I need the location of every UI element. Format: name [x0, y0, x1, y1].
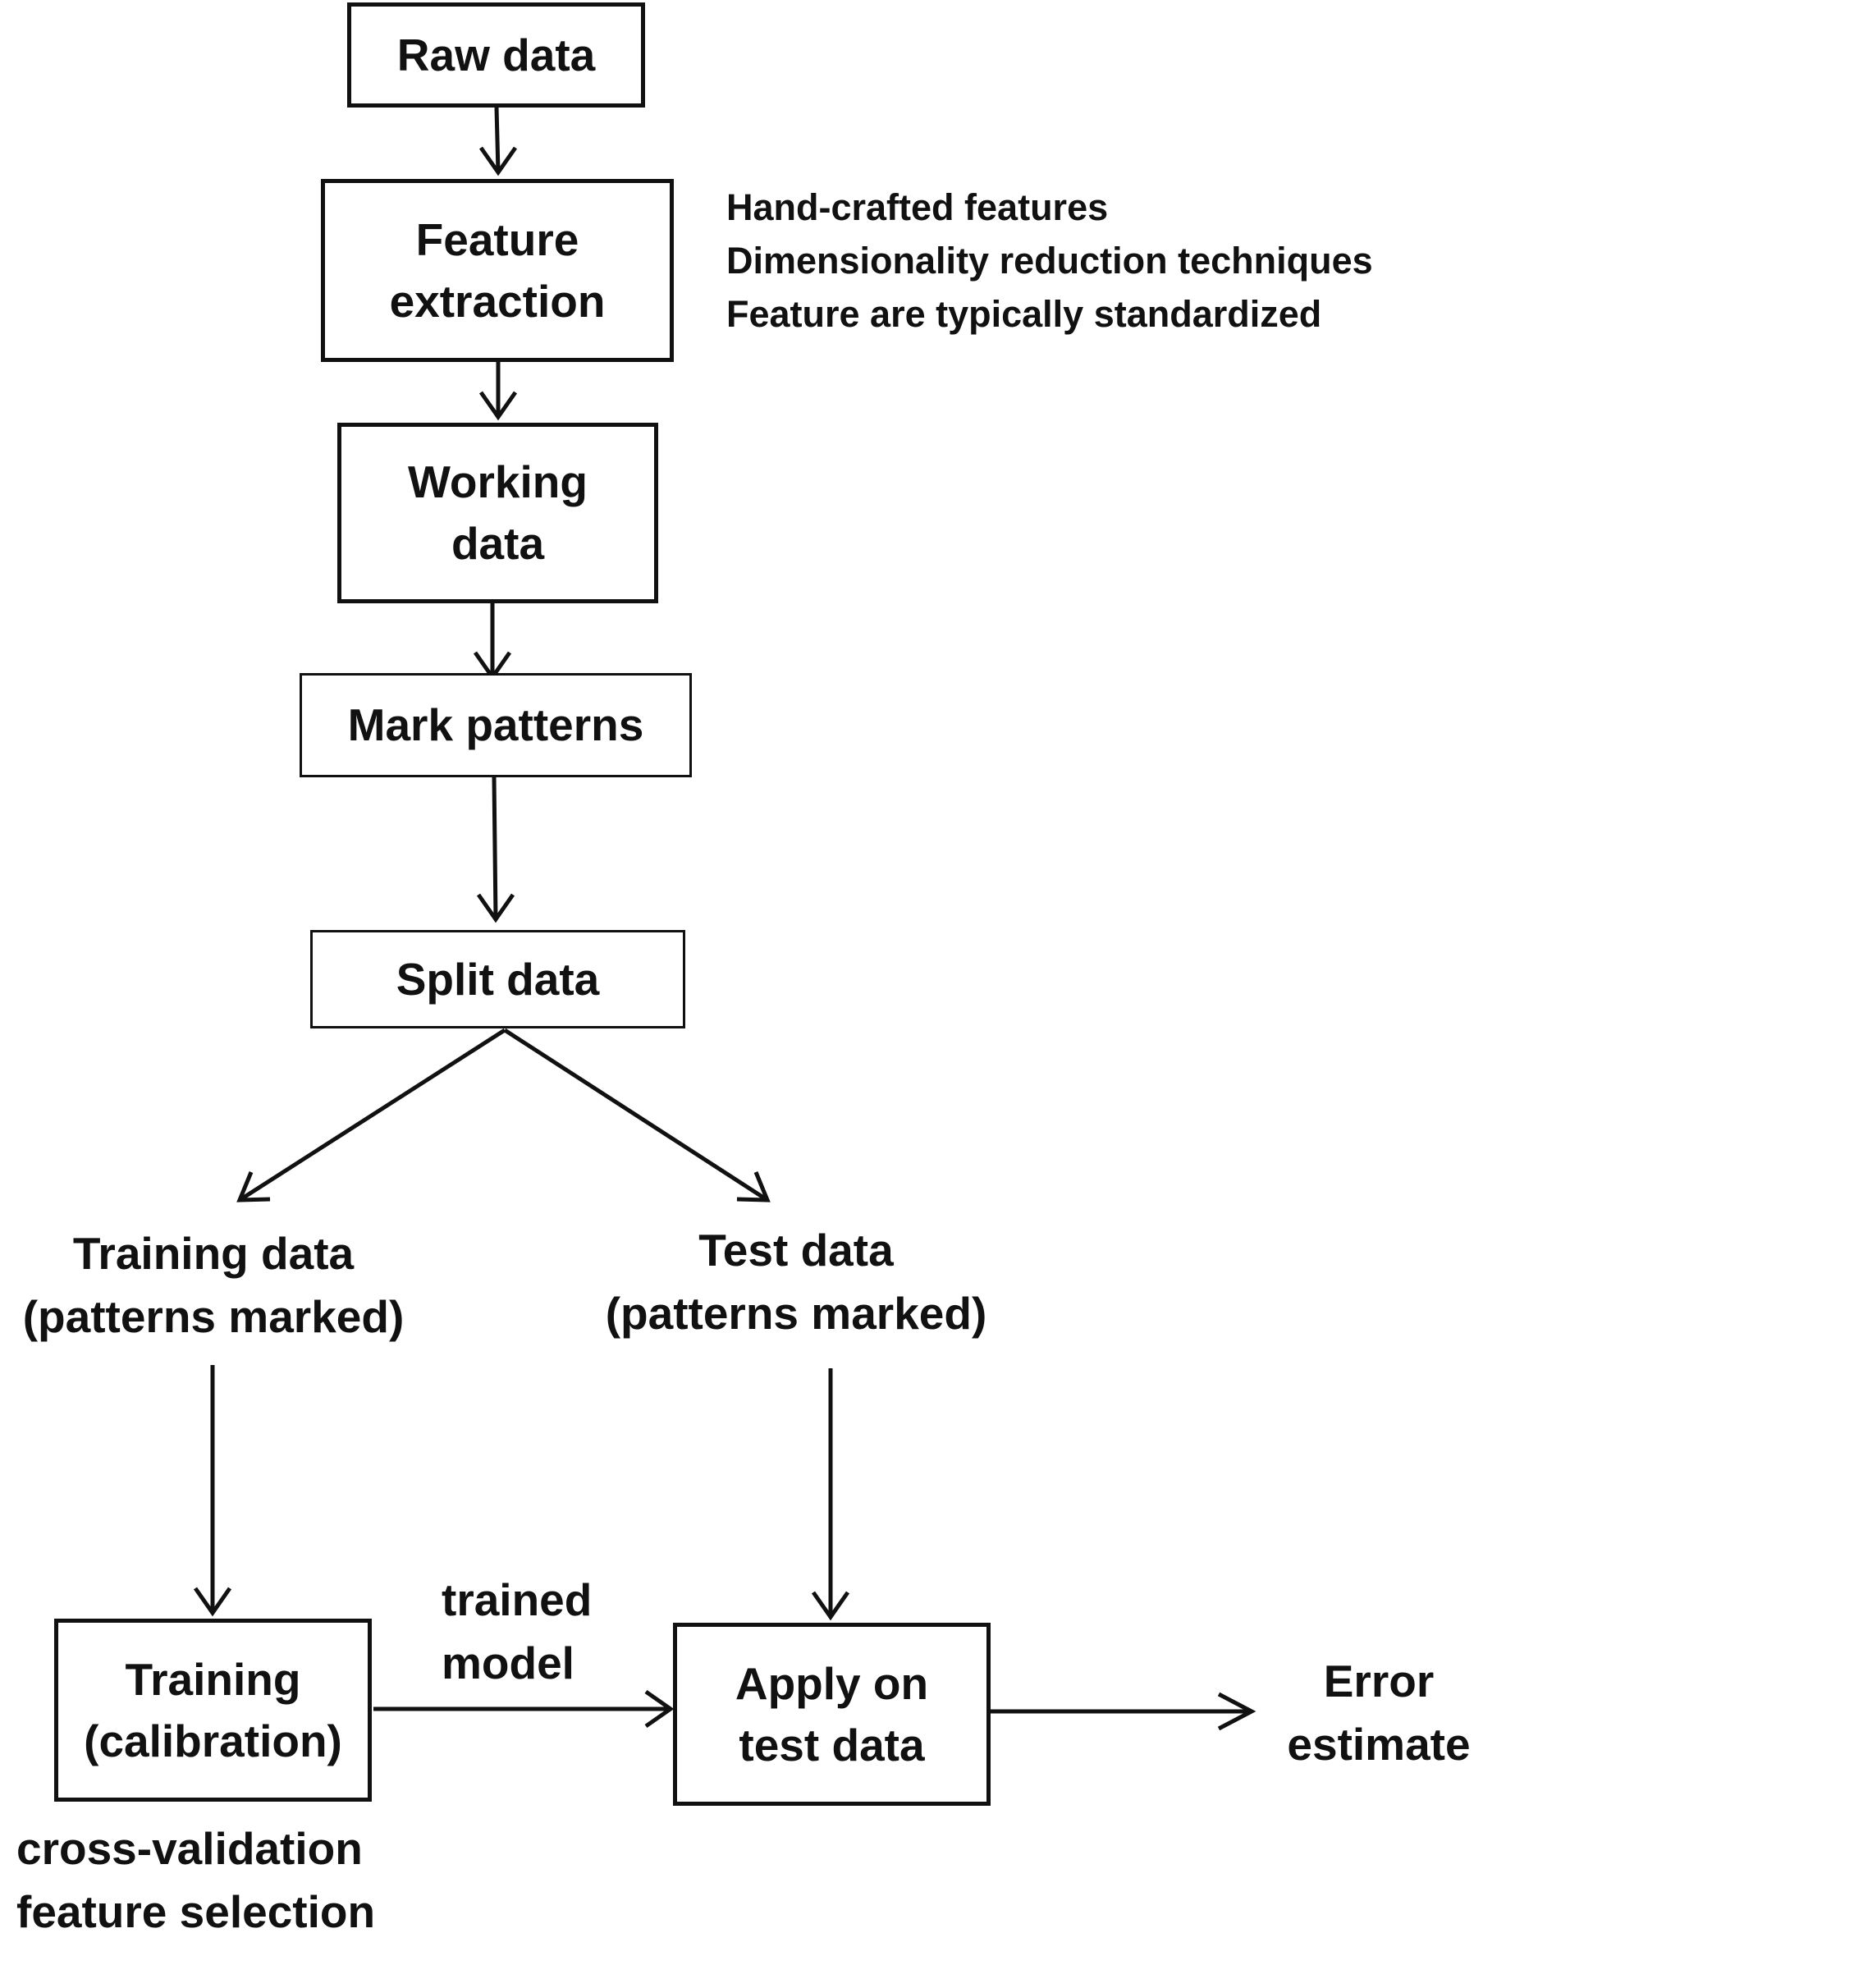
arrow-split-to-training-data — [238, 1028, 506, 1202]
arrowhead-split-to-training-data — [236, 1171, 271, 1202]
node-error-estimate-line1: Error — [1323, 1656, 1435, 1706]
node-feature-extraction: Feature extraction — [321, 179, 674, 362]
node-training-data-line1: Training data — [72, 1228, 355, 1279]
note-training: cross-validation feature selection — [16, 1826, 375, 1935]
arrowhead-mark-to-split — [476, 893, 515, 923]
node-training: Training (calibration) — [54, 1619, 372, 1802]
arrow-split-to-test-data — [503, 1028, 769, 1202]
node-working-data-line1: Working — [408, 456, 588, 507]
node-training-data-line2: (patterns marked) — [22, 1291, 405, 1342]
node-test-data: Test data (patterns marked) — [591, 1228, 1001, 1336]
edge-label-trained-model: trained model — [442, 1578, 592, 1686]
node-working-data-line2: data — [451, 518, 545, 569]
node-error-estimate-line2: estimate — [1287, 1719, 1471, 1770]
arrowhead-test-data-to-apply — [811, 1591, 850, 1621]
note-training-line2: feature selection — [16, 1886, 376, 1937]
note-training-line1: cross-validation — [16, 1823, 363, 1874]
node-raw-data-label: Raw data — [396, 29, 596, 80]
edge-label-trained-model-line1: trained — [442, 1574, 593, 1625]
node-feature-extraction-line1: Feature — [415, 213, 579, 265]
node-test-data-line1: Test data — [698, 1225, 894, 1276]
arrowhead-apply-to-error — [1217, 1692, 1256, 1731]
node-training-line2: (calibration) — [84, 1715, 342, 1766]
note-feature-extraction-line2: Dimensionality reduction techniques — [726, 240, 1373, 282]
arrowhead-feature-to-working — [478, 391, 518, 421]
node-split-data: Split data — [310, 930, 685, 1028]
node-error-estimate: Error estimate — [1264, 1659, 1494, 1767]
arrow-mark-to-split — [492, 776, 498, 920]
note-feature-extraction-line3: Feature are typically standardized — [726, 293, 1322, 335]
arrowhead-training-to-apply — [644, 1689, 675, 1729]
node-mark-patterns: Mark patterns — [300, 673, 692, 777]
node-test-data-line2: (patterns marked) — [605, 1288, 987, 1339]
node-split-data-label: Split data — [396, 953, 600, 1005]
arrow-raw-to-feature — [494, 107, 501, 173]
node-apply-line2: test data — [739, 1719, 925, 1770]
node-training-data: Training data (patterns marked) — [0, 1231, 427, 1340]
node-mark-patterns-label: Mark patterns — [347, 699, 644, 750]
edge-label-trained-model-line2: model — [442, 1638, 574, 1688]
note-feature-extraction-line1: Hand-crafted features — [726, 186, 1109, 228]
note-feature-extraction: Hand-crafted features Dimensionality red… — [726, 189, 1373, 332]
node-working-data: Working data — [337, 423, 658, 603]
node-apply-line1: Apply on — [735, 1657, 929, 1709]
node-apply-on-test-data: Apply on test data — [673, 1623, 991, 1806]
node-raw-data: Raw data — [347, 2, 645, 108]
node-feature-extraction-line2: extraction — [389, 275, 606, 327]
arrowhead-training-data-to-training — [193, 1587, 232, 1617]
arrowhead-raw-to-feature — [478, 146, 518, 176]
arrowhead-split-to-test-data — [736, 1171, 771, 1202]
node-training-line1: Training — [125, 1653, 301, 1705]
